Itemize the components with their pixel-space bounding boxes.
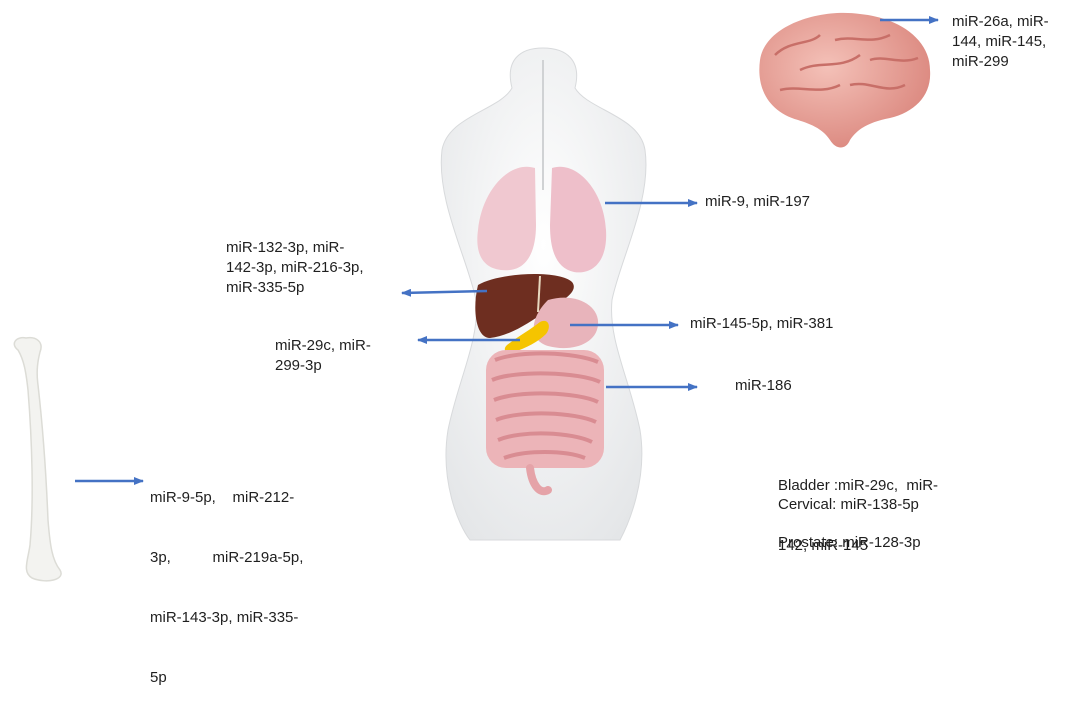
brain-icon xyxy=(759,13,930,148)
bone-icon xyxy=(14,338,61,581)
cervical-label: Cervical: miR-138-5p xyxy=(778,495,919,515)
lung-label: miR-9, miR-197 xyxy=(705,192,810,212)
prostate-label: Prostate: miR-128-3p xyxy=(778,533,921,553)
bone-label: miR-9-5p, miR-212- 3p, miR-219a-5p, miR-… xyxy=(150,448,350,708)
stomach-label: miR-145-5p, miR-381 xyxy=(690,314,833,334)
bladder-label-line-1: Bladder :miR-29c, miR- xyxy=(778,476,998,496)
liver-label: miR-132-3p, miR- 142-3p, miR-216-3p, miR… xyxy=(226,238,406,298)
prostate-label-text: Prostate: miR-128-3p xyxy=(778,533,921,553)
pancreas-label-line-2: 299-3p xyxy=(275,356,405,376)
brain-label: miR-26a, miR- 144, miR-145, miR-299 xyxy=(952,12,1070,72)
brain-label-line-1: miR-26a, miR- xyxy=(952,12,1070,32)
lung-label-text: miR-9, miR-197 xyxy=(705,192,810,212)
liver-label-line-3: miR-335-5p xyxy=(226,278,406,298)
brain-label-line-2: 144, miR-145, xyxy=(952,32,1070,52)
pancreas-label-line-1: miR-29c, miR- xyxy=(275,336,405,356)
liver-label-line-1: miR-132-3p, miR- xyxy=(226,238,406,258)
bone-label-line-4: 5p xyxy=(150,668,350,688)
liver-label-line-2: 142-3p, miR-216-3p, xyxy=(226,258,406,278)
bone-label-line-2: 3p, miR-219a-5p, xyxy=(150,548,350,568)
intestine-label-text: miR-186 xyxy=(735,376,792,396)
bone-label-line-3: miR-143-3p, miR-335- xyxy=(150,608,350,628)
pancreas-label: miR-29c, miR- 299-3p xyxy=(275,336,405,376)
intestine-label: miR-186 xyxy=(735,376,792,396)
brain-label-line-3: miR-299 xyxy=(952,52,1070,72)
cervical-label-text: Cervical: miR-138-5p xyxy=(778,495,919,515)
bone-label-line-1: miR-9-5p, miR-212- xyxy=(150,488,350,508)
stomach-label-text: miR-145-5p, miR-381 xyxy=(690,314,833,334)
